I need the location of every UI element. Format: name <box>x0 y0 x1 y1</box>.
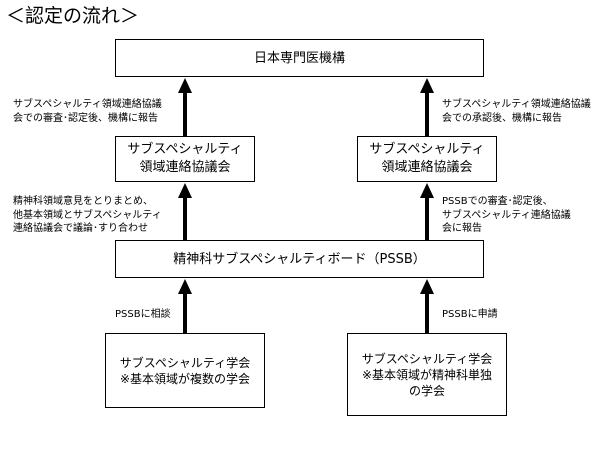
society-left-line2: ※基本領域が複数の学会 <box>119 371 251 386</box>
note-upper-left: サブスペシャルティ領域連絡協議 会での審査･認定後、機構に報告 <box>13 99 162 124</box>
arrow-right-council-to-jmsb <box>425 92 429 136</box>
pssb-label: 精神科サブスペシャルティボード（PSSB） <box>173 251 426 267</box>
society-right-line1: サブスペシャルティ学会 <box>361 351 493 366</box>
page-title: ＜認定の流れ＞ <box>6 5 140 27</box>
note-upper-right: サブスペシャルティ領域連絡協議 会での承認後、機構に報告 <box>442 99 591 124</box>
society-right-line2: ※基本領域が精神科単独 <box>361 367 493 382</box>
council-box-right: サブスペシャルティ 領域連絡協議会 <box>357 136 497 182</box>
note-middle-right: PSSBでの審査･認定後、 サブスペシャルティ連絡協議 会に報告 <box>442 196 571 234</box>
arrow-right-society-to-pssb <box>425 293 429 333</box>
society-left-line1: サブスペシャルティ学会 <box>119 355 251 370</box>
council-left-line1: サブスペシャルティ <box>127 142 243 157</box>
society-right-line3: の学会 <box>408 383 445 398</box>
society-box-left: サブスペシャルティ学会 ※基本領域が複数の学会 <box>105 333 265 408</box>
jmsb-box: 日本専門医機構 <box>115 39 484 77</box>
note-lower-left: PSSBに相談 <box>115 309 171 320</box>
arrow-left-council-to-jmsb <box>183 92 187 136</box>
arrow-left-society-to-pssb <box>183 293 187 333</box>
pssb-box: 精神科サブスペシャルティボード（PSSB） <box>115 240 484 278</box>
council-left-line2: 領域連絡協議会 <box>139 160 231 175</box>
arrow-left-pssb-to-council <box>183 197 187 240</box>
council-box-left: サブスペシャルティ 領域連絡協議会 <box>115 136 255 182</box>
arrow-right-pssb-to-council <box>425 197 429 240</box>
council-right-line1: サブスペシャルティ <box>369 142 485 157</box>
council-right-line2: 領域連絡協議会 <box>381 160 473 175</box>
society-box-right: サブスペシャルティ学会 ※基本領域が精神科単独 の学会 <box>347 333 507 416</box>
note-middle-left: 精神科領域意見をとりまとめ、 他基本領域とサブスペシャルティ 連絡協議会で議論･… <box>13 196 162 234</box>
note-lower-right: PSSBに申請 <box>442 309 498 320</box>
jmsb-label: 日本専門医機構 <box>253 50 345 66</box>
